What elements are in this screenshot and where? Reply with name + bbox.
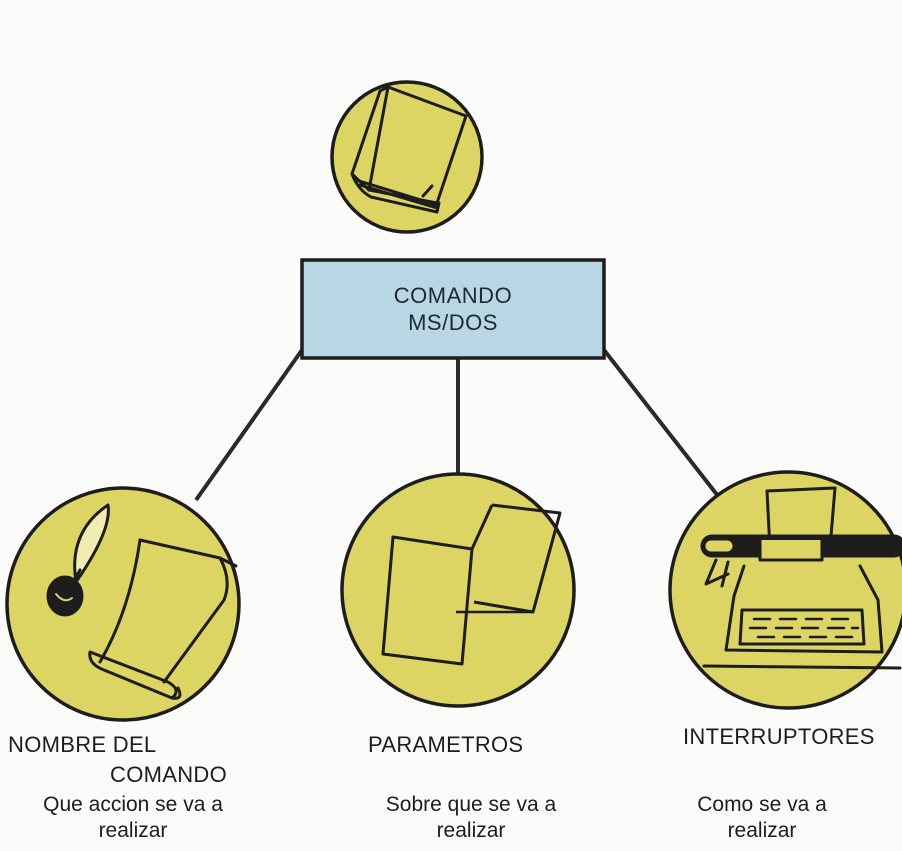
center-circle bbox=[340, 472, 576, 708]
right-description: Como se va a realizar bbox=[662, 792, 862, 844]
quill-inkwell-scroll-icon bbox=[46, 503, 238, 700]
left-description-line2: realizar bbox=[98, 819, 168, 842]
right-description-line2: realizar bbox=[727, 819, 797, 842]
center-description-line2: realizar bbox=[436, 819, 506, 842]
command-box-line2: MS/DOS bbox=[408, 310, 498, 335]
left-title-line2: COMANDO bbox=[110, 762, 227, 787]
connector-left bbox=[194, 348, 304, 502]
connectors bbox=[194, 348, 720, 502]
typewriter-icon bbox=[700, 486, 902, 670]
right-circle bbox=[668, 470, 902, 710]
center-title: PARAMETROS bbox=[368, 732, 524, 757]
top-circle bbox=[330, 80, 484, 234]
connector-right bbox=[602, 348, 720, 498]
center-description-line1: Sobre que se va a bbox=[385, 793, 557, 816]
papers-icon bbox=[381, 503, 562, 666]
center-description: Sobre que se va a realizar bbox=[346, 792, 596, 844]
right-description-line1: Como se va a bbox=[697, 793, 827, 816]
book-icon bbox=[350, 85, 468, 214]
left-description-line1: Que accion se va a bbox=[43, 793, 223, 816]
left-circle bbox=[5, 486, 241, 722]
right-title: INTERRUPTORES bbox=[683, 724, 875, 749]
command-box bbox=[300, 258, 606, 360]
left-description: Que accion se va a realizar bbox=[8, 792, 258, 844]
command-box-label: COMANDO MS/DOS bbox=[302, 260, 604, 358]
left-title-line1: NOMBRE DEL bbox=[8, 732, 157, 757]
command-box-line1: COMANDO bbox=[393, 283, 513, 308]
